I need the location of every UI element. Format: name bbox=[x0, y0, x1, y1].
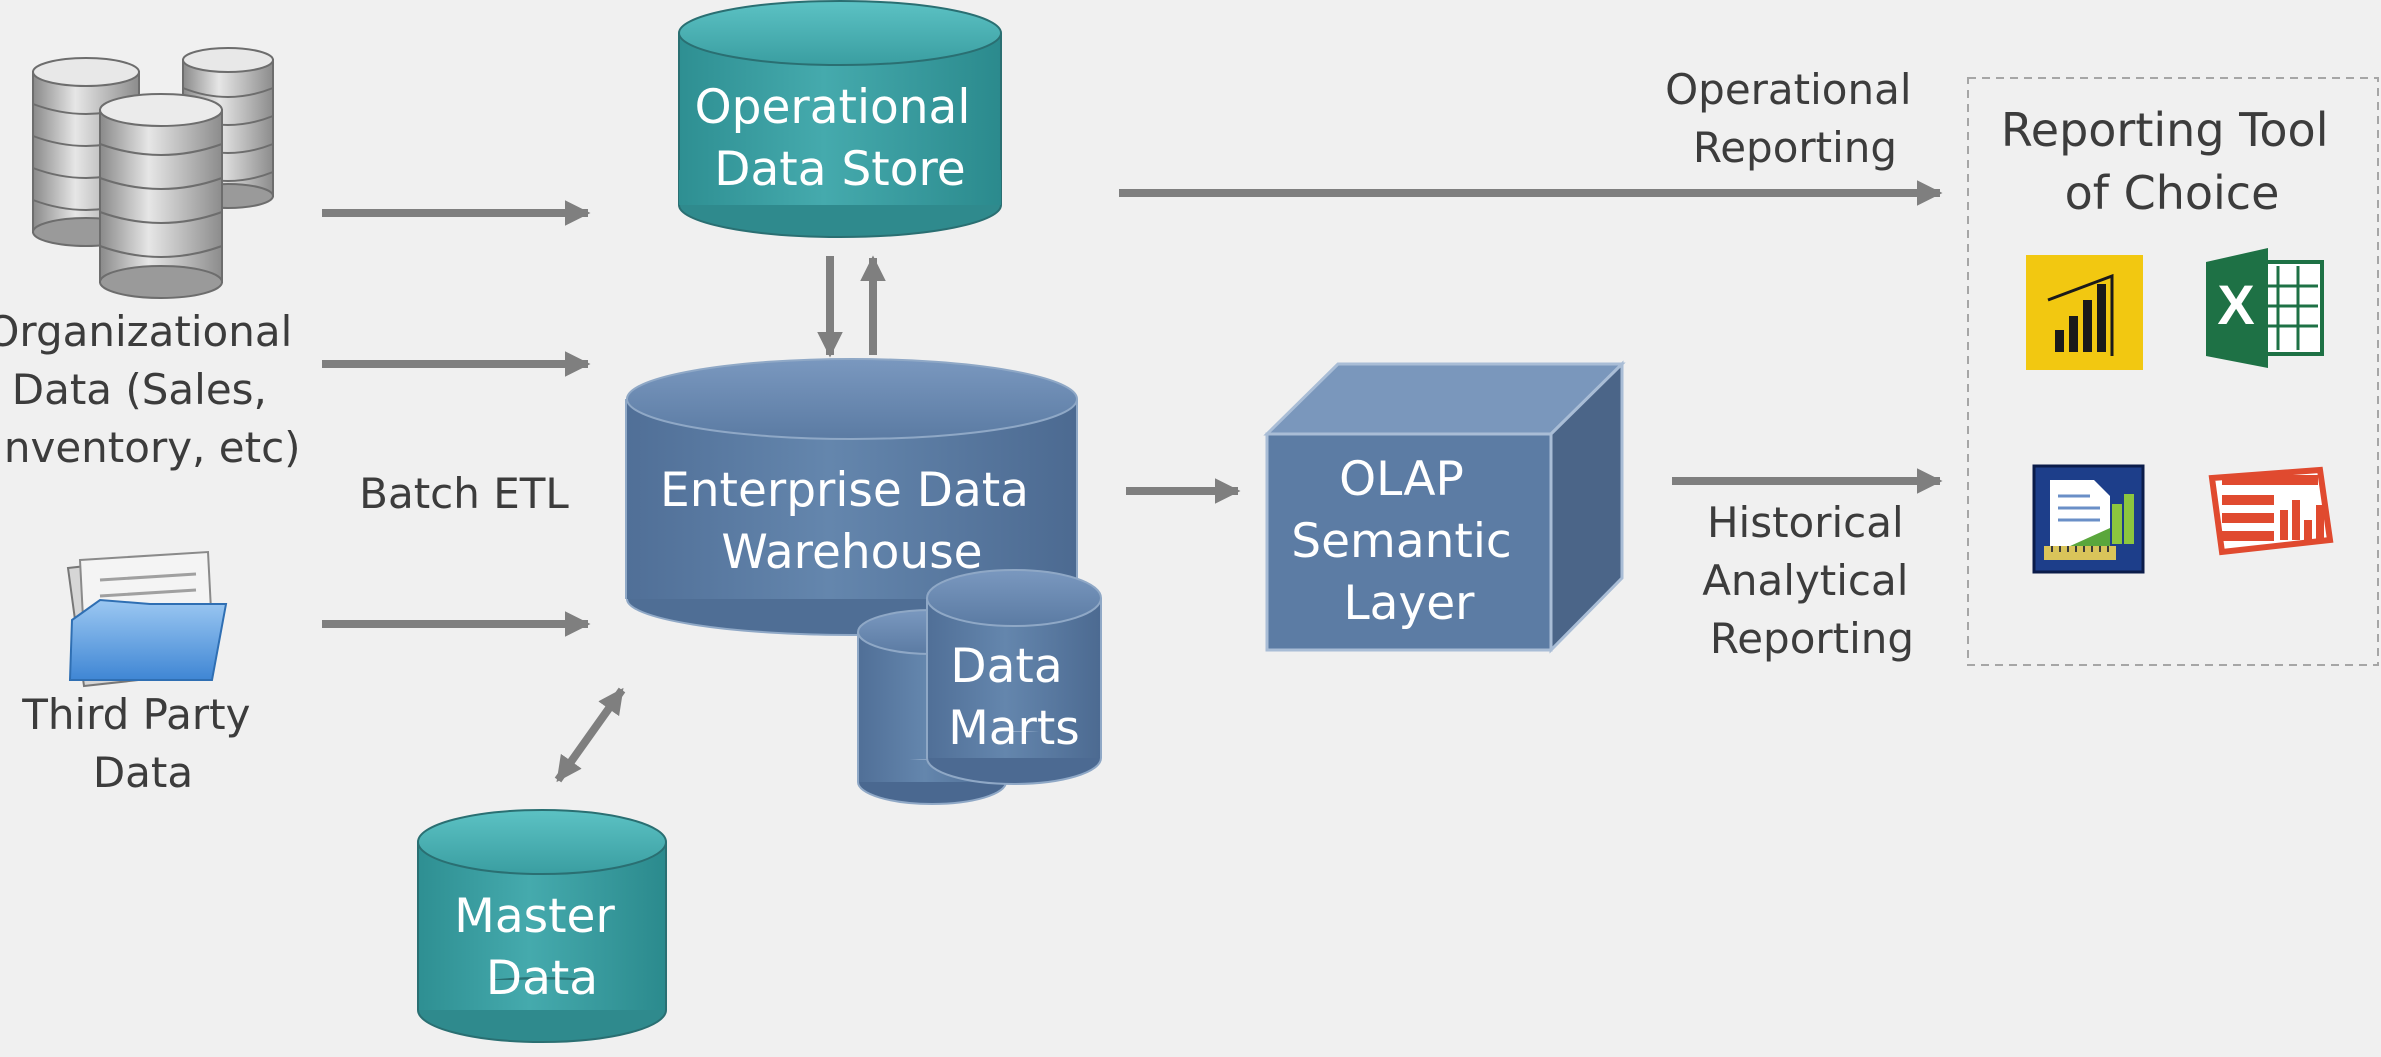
report-builder-icon bbox=[2032, 464, 2145, 574]
master-label-line2: Data bbox=[486, 951, 598, 1006]
power-bi-icon bbox=[2026, 255, 2143, 370]
reporting-tool-panel: Reporting Tool of Choice X bbox=[1967, 77, 2379, 666]
marts-label-line2: Marts bbox=[948, 701, 1080, 756]
arrow-master-edw bbox=[554, 687, 626, 783]
master-data: Master Data bbox=[417, 809, 667, 1043]
arrows bbox=[322, 180, 1943, 783]
operational-reporting-label: Operational Reporting bbox=[1665, 65, 1925, 172]
batch-etl-label: Batch ETL bbox=[359, 469, 569, 518]
svg-text:Operational Data Store: Operational Data Store bbox=[695, 80, 986, 197]
olap-label-line1: OLAP bbox=[1339, 452, 1464, 507]
excel-icon: X bbox=[2206, 248, 2324, 368]
svg-text:Data Marts: Data Marts bbox=[948, 639, 1080, 756]
folder-icon bbox=[66, 550, 228, 688]
reporting-tool-title: Reporting Tool of Choice bbox=[2001, 103, 2343, 220]
olap-label-line2: Semantic bbox=[1291, 514, 1511, 569]
third-party-label: Third Party Data bbox=[21, 690, 264, 797]
svg-text:OLAP Semantic Laye: OLAP Semantic Layer bbox=[1291, 452, 1526, 631]
ods-label-line2: Data Store bbox=[714, 142, 965, 197]
marts-label-line1: Data bbox=[950, 639, 1062, 694]
historical-reporting-label: Historical Analytical Reporting bbox=[1702, 498, 1922, 663]
svg-text:X: X bbox=[2217, 273, 2254, 336]
data-marts: Data Marts bbox=[857, 569, 1102, 805]
ssrs-icon bbox=[2208, 466, 2334, 556]
operational-data-store: Operational Data Store bbox=[678, 0, 1002, 238]
svg-text:Enterprise Data Warehous: Enterprise Data Warehouse bbox=[660, 463, 1044, 580]
edw-label-line1: Enterprise Data bbox=[660, 463, 1029, 518]
master-label-line1: Master bbox=[454, 889, 615, 944]
org-data-label: Organizational Data (Sales, Inventory, e… bbox=[0, 307, 306, 472]
ods-label-line1: Operational bbox=[695, 80, 971, 135]
svg-text:Master Data: Master Data bbox=[454, 889, 629, 1006]
olap-label-line3: Layer bbox=[1343, 576, 1475, 631]
olap-semantic-layer: OLAP Semantic Layer bbox=[1263, 360, 1626, 654]
database-servers-icon bbox=[32, 47, 274, 299]
edw-label-line2: Warehouse bbox=[721, 525, 982, 580]
